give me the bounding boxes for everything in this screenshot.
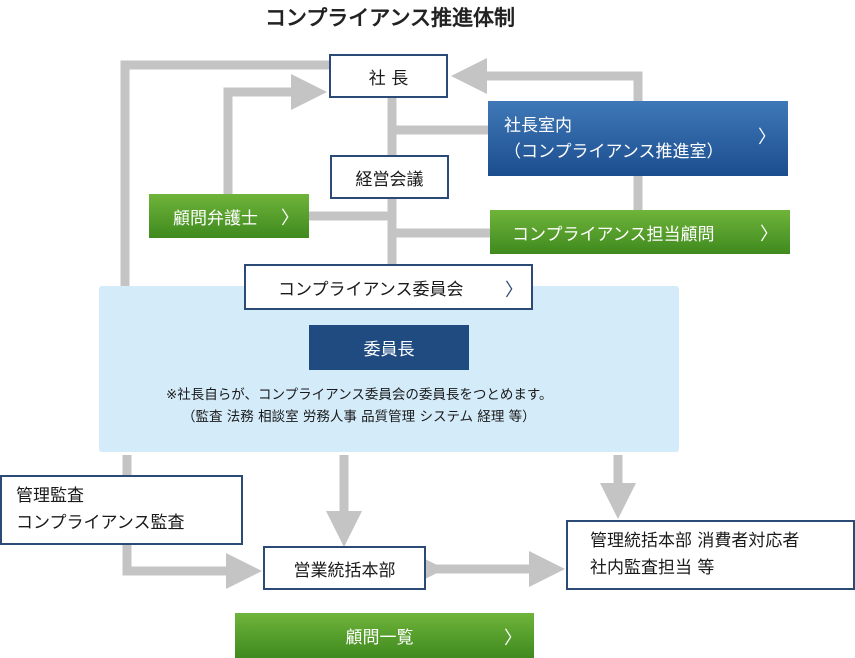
chevron-right-icon: 〉 bbox=[504, 628, 522, 649]
node-audit: 管理監査 コンプライアンス監査 bbox=[0, 475, 243, 545]
node-chairperson-label: 委員長 bbox=[363, 340, 415, 360]
connector-legal-to-president bbox=[223, 74, 327, 197]
node-legal-advisor-link[interactable]: 顧問弁護士 〉 bbox=[149, 194, 309, 238]
node-management-hq-line1: 管理統括本部 消費者対応者 bbox=[590, 531, 800, 551]
node-audit-line2: コンプライアンス監査 bbox=[16, 513, 185, 533]
chevron-right-icon: 〉 bbox=[760, 224, 778, 245]
chevron-right-icon: 〉 bbox=[505, 280, 523, 301]
node-compliance-committee-label: コンプライアンス委員会 bbox=[278, 279, 464, 300]
node-management-hq-line2: 社内監査担当 等 bbox=[590, 558, 715, 578]
node-presidents-office-link[interactable]: 社長室内 （コンプライアンス推進室） 〉 bbox=[488, 101, 788, 176]
node-sales-hq-label: 営業統括本部 bbox=[293, 560, 396, 581]
node-sales-hq: 営業統括本部 bbox=[263, 546, 426, 590]
node-legal-advisor-label: 顧問弁護士 bbox=[173, 208, 258, 229]
node-compliance-advisor-link[interactable]: コンプライアンス担当顧問 〉 bbox=[490, 210, 790, 254]
committee-note-line2: （監査 法務 相談室 労務人事 品質管理 システム 経理 等） bbox=[182, 409, 536, 425]
chevron-right-icon: 〉 bbox=[758, 127, 776, 148]
node-management-meeting-label: 経営会議 bbox=[355, 169, 424, 190]
advisor-list-label: 顧問一覧 bbox=[345, 628, 414, 648]
node-president: 社 長 bbox=[329, 54, 448, 98]
node-chairperson: 委員長 bbox=[309, 325, 469, 370]
chevron-right-icon: 〉 bbox=[281, 208, 299, 229]
node-management-meeting: 経営会議 bbox=[330, 155, 449, 199]
node-presidents-office-line1: 社長室内 bbox=[504, 116, 572, 136]
node-compliance-advisor-label: コンプライアンス担当顧問 bbox=[512, 224, 715, 245]
committee-note-line1: ※社長自らが、コンプライアンス委員会の委員長をつとめます。 bbox=[166, 387, 553, 403]
node-audit-line1: 管理監査 bbox=[16, 486, 84, 506]
committee-note: ※社長自らが、コンプライアンス委員会の委員長をつとめます。 （監査 法務 相談室… bbox=[166, 384, 666, 428]
page-title: コンプライアンス推進体制 bbox=[264, 6, 516, 30]
node-presidents-office-line2: （コンプライアンス推進室） bbox=[504, 142, 724, 162]
node-compliance-committee-link[interactable]: コンプライアンス委員会 〉 bbox=[244, 264, 533, 310]
advisor-list-button[interactable]: 顧問一覧 〉 bbox=[235, 613, 534, 658]
node-management-hq: 管理統括本部 消費者対応者 社内監査担当 等 bbox=[566, 520, 855, 590]
node-president-label: 社 長 bbox=[368, 68, 409, 89]
